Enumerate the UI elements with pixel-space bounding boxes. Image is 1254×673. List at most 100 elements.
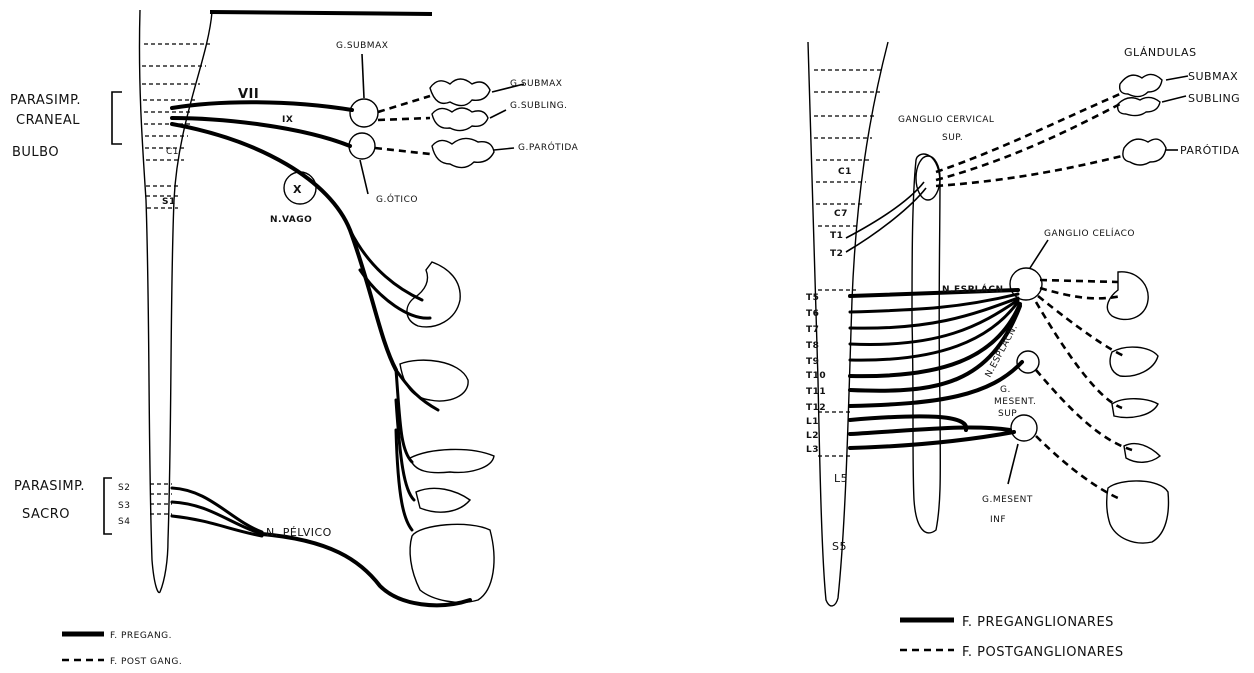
label-g-parotida: G.PARÓTIDA bbox=[518, 141, 579, 153]
segment-labels-right: T5 T6 T7 T8 T9 T10 T11 T12 L1 L2 L3 bbox=[806, 293, 826, 455]
post-submax bbox=[378, 96, 430, 112]
legend-post-left: F. POST GANG. bbox=[110, 657, 182, 667]
fiber-t11 bbox=[850, 306, 1020, 391]
label-g-subling: G.SUBLING. bbox=[510, 101, 568, 111]
top-rule bbox=[210, 12, 432, 14]
label-glandulas: GLÁNDULAS bbox=[1124, 46, 1197, 59]
label-g-submax: G.SUBMAX bbox=[510, 79, 562, 89]
label-seg-t5: T5 bbox=[806, 293, 819, 303]
gland-parotida-left bbox=[432, 138, 494, 167]
pointer-subling bbox=[490, 110, 506, 118]
legend-pre-left: F. PREGANG. bbox=[110, 631, 172, 641]
label-c7-right: C7 bbox=[834, 209, 848, 219]
label-g-mesent-sup-1: G. bbox=[1000, 385, 1011, 395]
bracket-sacro bbox=[104, 478, 112, 534]
ganglion-celiaco bbox=[1010, 268, 1042, 300]
label-seg-l3: L3 bbox=[806, 445, 819, 455]
nerve-pelvico bbox=[262, 534, 470, 605]
post-intestine bbox=[1036, 370, 1132, 450]
ganglion-submax-left bbox=[350, 99, 378, 127]
post-stomach bbox=[1040, 280, 1118, 282]
organ-intestine-right bbox=[1124, 444, 1160, 463]
label-s5: S5 bbox=[832, 540, 847, 553]
organ-colon-left bbox=[410, 524, 494, 602]
pointer-subling-right bbox=[1162, 96, 1186, 102]
label-t2-right: T2 bbox=[830, 249, 843, 259]
bracket-craneal bbox=[112, 92, 122, 144]
gland-parotida-right bbox=[1123, 139, 1166, 165]
gland-submax-left bbox=[430, 79, 490, 106]
label-seg-t9: T9 bbox=[806, 357, 819, 367]
post-gl-submax bbox=[936, 94, 1120, 172]
pointer-submax-right bbox=[1166, 76, 1188, 80]
label-ganglio-cervical: GANGLIO CERVICAL bbox=[898, 115, 994, 125]
pointer-g-submax bbox=[362, 54, 364, 98]
ganglion-cervical-sup bbox=[916, 156, 940, 200]
sympathetic-chain bbox=[912, 154, 940, 533]
label-g-mesent-sup-2: MESENT. bbox=[994, 397, 1036, 407]
label-vii: VII bbox=[238, 87, 259, 102]
label-seg-t6: T6 bbox=[806, 309, 819, 319]
label-ix: IX bbox=[282, 115, 293, 125]
label-g-submax-top: G.SUBMAX bbox=[336, 41, 388, 51]
label-n-pelvico: N. PÉLVICO bbox=[266, 526, 332, 539]
label-seg-l2: L2 bbox=[806, 431, 819, 441]
label-c1-right: C1 bbox=[838, 167, 852, 177]
fiber-t7 bbox=[850, 298, 1018, 328]
nerve-vii bbox=[172, 102, 352, 110]
post-pancreas bbox=[1036, 302, 1122, 408]
organ-colon-right bbox=[1107, 481, 1169, 543]
ganglion-otico bbox=[349, 133, 375, 159]
label-n-vago: N.VAGO bbox=[270, 215, 312, 225]
gland-subling-right bbox=[1118, 97, 1160, 115]
label-seg-l1: L1 bbox=[806, 417, 819, 427]
pointer-parotida bbox=[494, 148, 514, 150]
organ-stomach-right bbox=[1107, 272, 1148, 320]
label-s1-left: S1 bbox=[162, 197, 176, 207]
gland-subling-left bbox=[432, 108, 488, 131]
spinal-cord-left bbox=[139, 10, 212, 593]
legend-pre-right: F. PREGANGLIONARES bbox=[962, 615, 1114, 630]
post-parotida bbox=[375, 148, 430, 154]
label-x: X bbox=[293, 183, 302, 196]
fiber-l2 bbox=[850, 427, 1010, 434]
pointer-g-otico bbox=[360, 160, 368, 194]
label-g-otico: G.ÓTICO bbox=[376, 193, 418, 205]
label-ganglio-cervical-sup: SUP. bbox=[942, 133, 963, 143]
label-s3: S3 bbox=[118, 501, 130, 511]
nerve-vago-main bbox=[172, 124, 396, 370]
label-ganglio-celiaco: GANGLIO CELÍACO bbox=[1044, 227, 1135, 239]
label-c1-left: C1 bbox=[166, 147, 179, 157]
organ-pancreas-left bbox=[410, 449, 494, 472]
label-g-mesent-inf-2: INF bbox=[990, 515, 1006, 525]
pointer-mesent-inf bbox=[1008, 444, 1018, 484]
organ-liver-left bbox=[400, 360, 468, 401]
label-seg-t12: T12 bbox=[806, 403, 826, 413]
label-parasimp-sacro: PARASIMP. bbox=[14, 479, 85, 494]
post-stomach-2 bbox=[1040, 288, 1122, 298]
label-t1-right: T1 bbox=[830, 231, 843, 241]
label-subling-right: SUBLING bbox=[1188, 92, 1240, 105]
pointer-celiaco bbox=[1030, 240, 1048, 268]
label-parasimp-craneal: PARASIMP. bbox=[10, 93, 81, 108]
label-craneal: CRANEAL bbox=[16, 113, 80, 128]
left-panel: PARASIMP. CRANEAL BULBO C1 S1 VII IX G.S… bbox=[10, 10, 579, 667]
label-l5: L5 bbox=[834, 472, 848, 485]
label-g-mesent-inf: G.MESENT bbox=[982, 495, 1033, 505]
gland-submax-right bbox=[1120, 74, 1162, 96]
label-seg-t7: T7 bbox=[806, 325, 819, 335]
label-seg-t11: T11 bbox=[806, 387, 826, 397]
label-bulbo: BULBO bbox=[12, 145, 59, 160]
spinal-segments-left bbox=[142, 44, 210, 514]
legend-post-right: F. POSTGANGLIONARES bbox=[962, 645, 1124, 660]
organ-intestine-left bbox=[416, 488, 470, 512]
nerve-ix bbox=[172, 118, 350, 146]
label-sacro: SACRO bbox=[22, 507, 70, 522]
post-colon bbox=[1036, 436, 1118, 498]
right-panel: C1 C7 T1 T2 GANGLIO CERVICAL SUP. GLÁNDU… bbox=[806, 42, 1240, 660]
label-s2: S2 bbox=[118, 483, 130, 493]
spinal-cord-right bbox=[808, 42, 888, 606]
post-subling bbox=[378, 118, 430, 120]
label-s4: S4 bbox=[118, 517, 130, 527]
